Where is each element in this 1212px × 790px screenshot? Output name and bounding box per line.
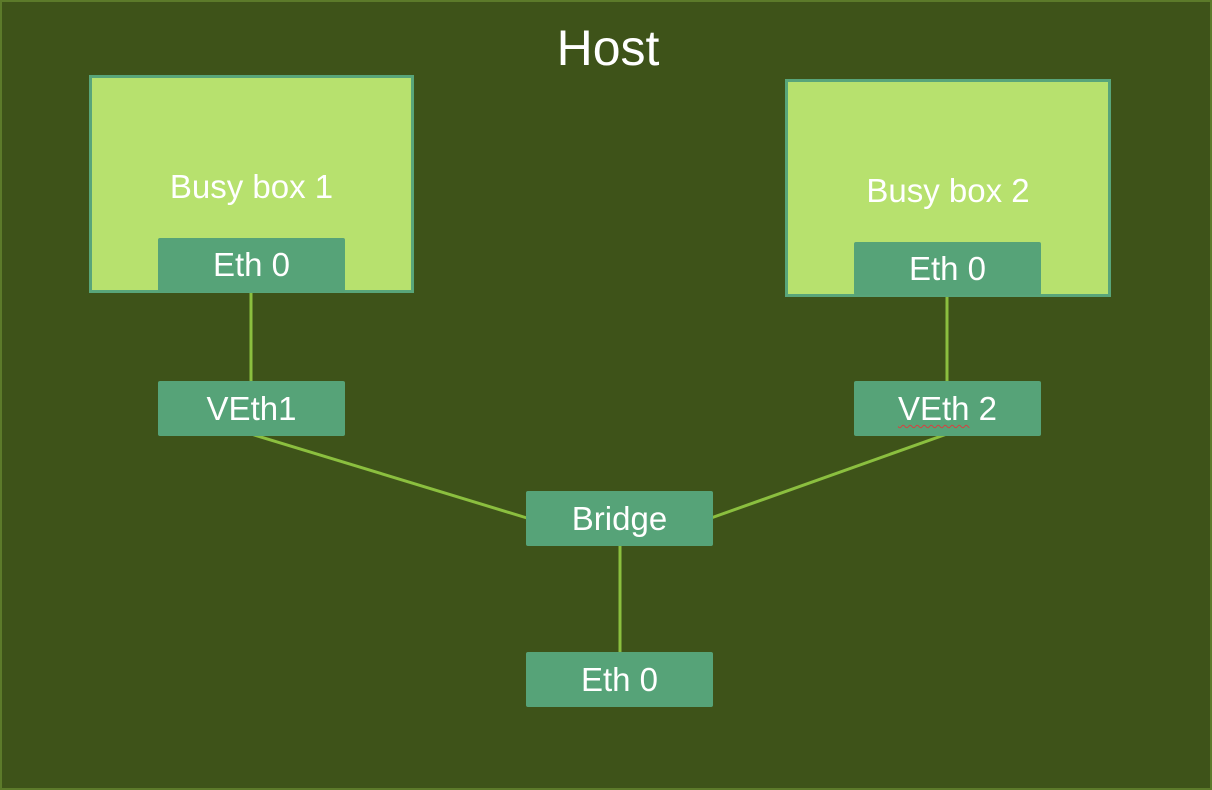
veth1-interface: VEth1 [158,381,345,436]
veth2-label: VEth 2 [898,381,997,436]
veth2-label-rest: 2 [969,390,998,427]
host-title: Host [556,20,660,76]
container-busybox-2: Busy box 2 [785,79,1111,297]
iface-label: Eth 0 [908,250,987,287]
link-veth1-bridge [250,432,528,520]
busybox-1-eth0: Eth 0 [158,238,345,292]
busybox-2-eth0: Eth 0 [854,242,1041,295]
container-label: Busy box 1 [169,168,334,205]
host-eth0-interface: Eth 0 [526,652,713,707]
veth1-label: VEth1 [206,390,297,427]
iface-label: Eth 0 [212,246,291,283]
bridge-interface: Bridge [526,491,713,546]
bridge-label: Bridge [571,500,668,537]
host-eth0-label: Eth 0 [580,661,659,698]
container-label: Busy box 2 [866,172,1030,209]
spellcheck-flagged-word: VEth [897,390,970,427]
veth2-interface: VEth 2 [854,381,1041,436]
link-veth2-bridge [710,432,948,520]
